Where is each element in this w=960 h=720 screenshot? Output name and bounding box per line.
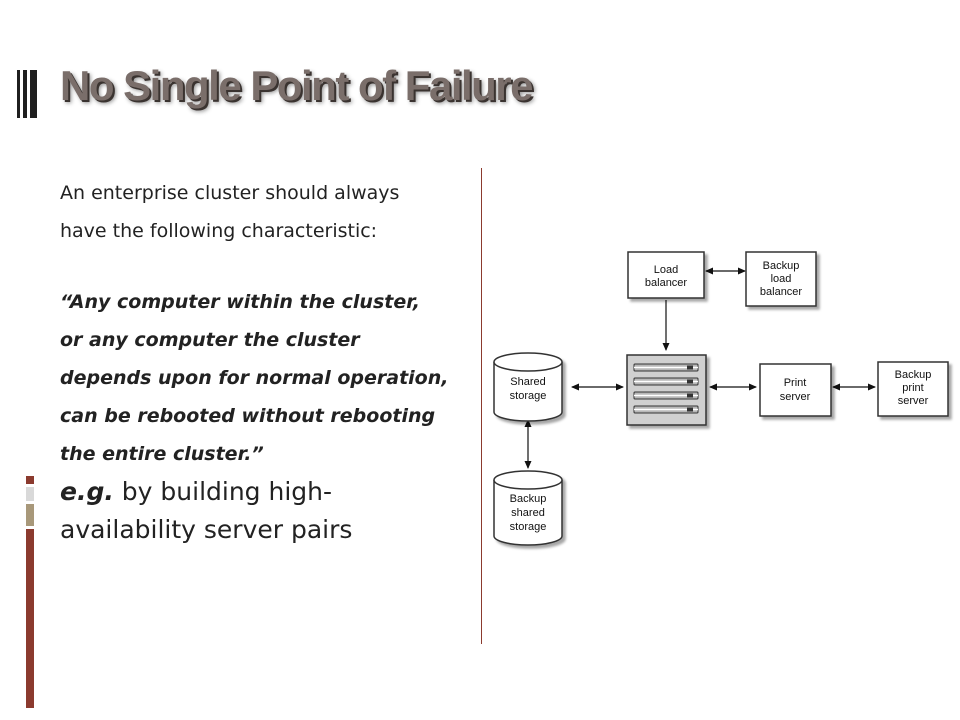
diagram-label: server xyxy=(898,395,929,407)
example-text: e.g. by building high- availability serv… xyxy=(60,473,475,549)
slide-body: An enterprise cluster should always have… xyxy=(60,174,475,549)
backup-shared-storage-node xyxy=(493,470,563,546)
diagram-label: Backup xyxy=(510,493,547,505)
backup-load-balancer-node: Backup load balancer xyxy=(745,251,817,307)
cluster-diagram: Load balancer Backup load balancer xyxy=(493,251,949,546)
quote-line: can be rebooted without rebooting xyxy=(60,405,436,427)
diagram-label: balancer xyxy=(760,286,803,298)
intro-text: An enterprise cluster should always have… xyxy=(60,174,475,250)
example-prefix: e.g. xyxy=(60,477,114,506)
diagram-label: Backup xyxy=(895,369,932,381)
quote-line: or any computer the cluster xyxy=(60,329,360,351)
diagram-label: storage xyxy=(510,390,547,402)
server-unit-icon xyxy=(633,377,699,386)
backup-print-server-node: Backup print server xyxy=(877,361,949,417)
diagram-label: Load xyxy=(654,264,678,276)
server-rack-node xyxy=(626,354,707,426)
quote-text: “Any computer within the cluster, or any… xyxy=(60,283,475,473)
accent-bar xyxy=(26,476,34,708)
print-server-node: Print server xyxy=(759,363,832,417)
diagram-label: load xyxy=(771,273,792,285)
intro-line: An enterprise cluster should always xyxy=(60,182,400,204)
diagram-label: Shared xyxy=(510,376,545,388)
example-line: availability server pairs xyxy=(60,515,353,544)
example-line: by building high- xyxy=(113,477,333,506)
diagram-label: balancer xyxy=(645,277,688,289)
shared-storage-node xyxy=(493,352,563,422)
server-unit-icon xyxy=(633,391,699,400)
server-unit-icon xyxy=(633,363,699,372)
diagram-label: shared xyxy=(511,507,545,519)
intro-line: have the following characteristic: xyxy=(60,220,378,242)
quote-line: the entire cluster.” xyxy=(60,443,264,465)
load-balancer-node: Load balancer xyxy=(627,251,705,299)
quote-line: depends upon for normal operation, xyxy=(60,367,449,389)
diagram-label: Backup xyxy=(763,260,800,272)
column-divider xyxy=(481,168,482,644)
diagram-label: print xyxy=(902,382,923,394)
diagram-label: storage xyxy=(510,521,547,533)
slide-title: No Single Point of Failure xyxy=(60,62,534,109)
diagram-label: Print xyxy=(784,377,807,389)
quote-line: “Any computer within the cluster, xyxy=(60,291,421,313)
diagram-label: server xyxy=(780,391,811,403)
title-decoration xyxy=(17,70,39,118)
server-unit-icon xyxy=(633,405,699,414)
